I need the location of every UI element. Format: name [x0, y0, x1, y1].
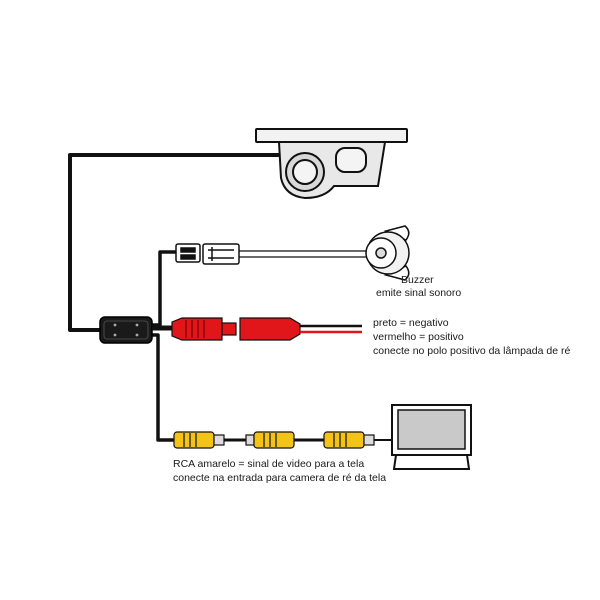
power-wires [300, 324, 362, 334]
connector-female [202, 243, 240, 265]
buzzer-title: Buzzer [401, 274, 434, 286]
buzzer-mount-tab [383, 265, 410, 281]
camera-lens [292, 159, 318, 185]
power-instruction: conecte no polo positivo da lâmpada de r… [373, 345, 570, 357]
camera-cable [68, 153, 282, 332]
monitor-base [392, 454, 471, 470]
red-wire-label: vermelho = positivo [373, 331, 464, 343]
rear-camera [255, 128, 408, 200]
power-cable [152, 317, 301, 341]
parking-sensor [335, 147, 367, 173]
monitor [391, 404, 472, 470]
buzzer-mount-tab [383, 225, 410, 241]
buzzer-cable [150, 250, 176, 327]
rca-plug [173, 431, 215, 449]
buzzer-wire [239, 250, 374, 258]
red-connector-female [239, 317, 301, 341]
monitor-screen [397, 409, 466, 450]
harness-wires [68, 153, 282, 442]
rca-plug [323, 431, 365, 449]
splitter-box [99, 316, 153, 344]
buzzer-connector [175, 243, 240, 265]
rca-cable [173, 431, 392, 449]
buzzer-description: emite sinal sonoro [376, 287, 461, 299]
rca-plug [253, 431, 295, 449]
video-cable-label: RCA amarelo = sinal de video para a tela [173, 458, 364, 470]
video-cable-instruction: conecte na entrada para camera de ré da … [173, 472, 386, 484]
buzzer [365, 225, 410, 281]
camera-mount-bar [255, 128, 408, 143]
video-cable-branch [152, 333, 174, 442]
red-connector-male [171, 317, 223, 341]
black-wire-label: preto = negativo [373, 317, 449, 329]
